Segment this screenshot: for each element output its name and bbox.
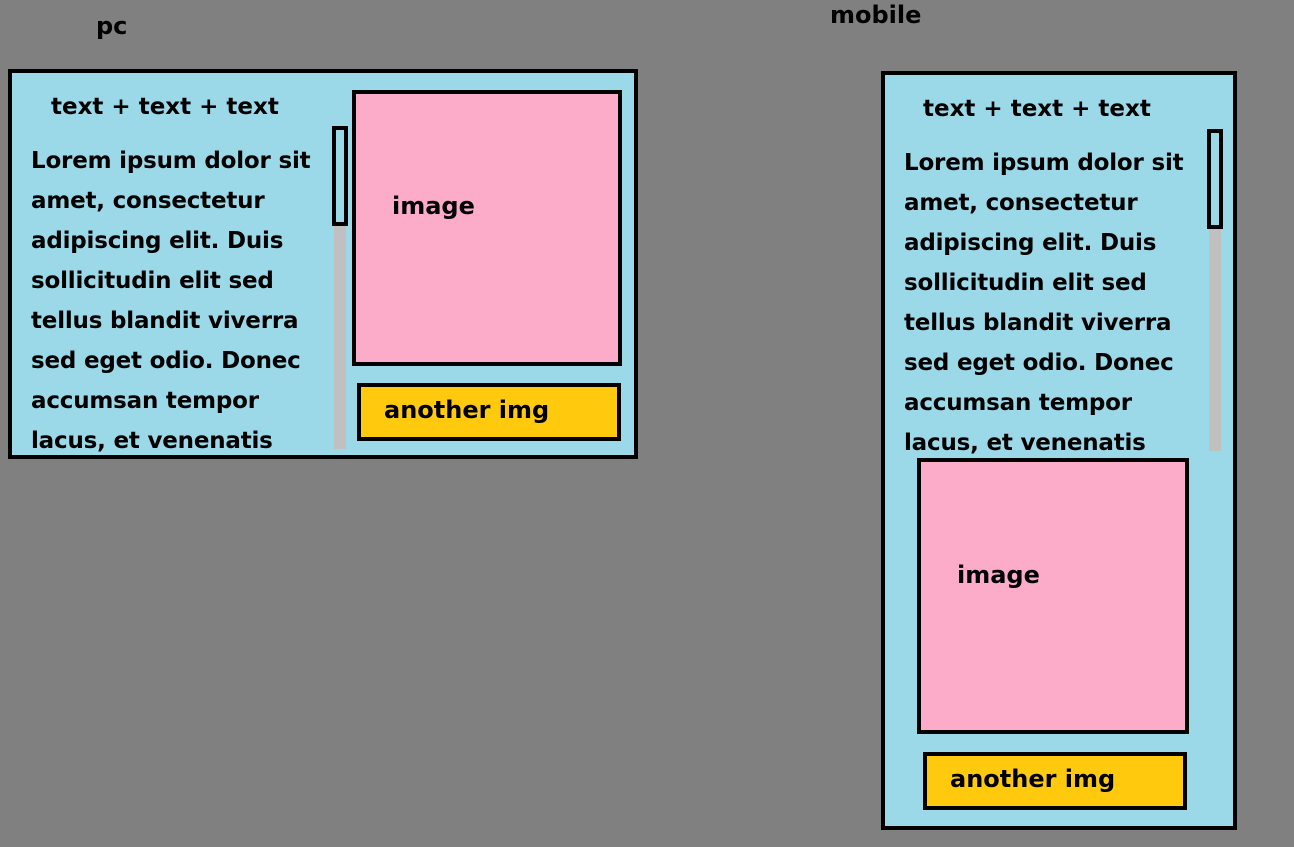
mobile-header-text: text + text + text bbox=[923, 96, 1151, 122]
pc-header-text: text + text + text bbox=[51, 94, 279, 120]
pc-scroll-area[interactable]: Lorem ipsum dolor sit amet, consectetur … bbox=[31, 141, 343, 452]
pc-label: pc bbox=[96, 12, 128, 40]
pc-scrollbar-thumb[interactable] bbox=[332, 126, 348, 226]
pc-scrollbar-track[interactable] bbox=[332, 126, 348, 449]
pc-body-text: Lorem ipsum dolor sit amet, consectetur … bbox=[31, 148, 311, 452]
pc-image-placeholder: image bbox=[352, 90, 622, 366]
mobile-scrollbar-thumb[interactable] bbox=[1207, 129, 1223, 229]
mobile-another-img-placeholder: another img bbox=[923, 752, 1187, 810]
mobile-image-placeholder: image bbox=[917, 458, 1189, 734]
pc-image-label: image bbox=[392, 192, 475, 220]
mobile-scroll-area[interactable]: Lorem ipsum dolor sit amet, consectetur … bbox=[904, 143, 1216, 454]
mobile-body-text: Lorem ipsum dolor sit amet, consectetur … bbox=[904, 150, 1184, 454]
mobile-another-img-label: another img bbox=[950, 765, 1116, 793]
mobile-label: mobile bbox=[830, 1, 922, 29]
mobile-scrollbar-track[interactable] bbox=[1207, 129, 1223, 451]
pc-another-img-placeholder: another img bbox=[357, 383, 621, 441]
pc-another-img-label: another img bbox=[384, 396, 550, 424]
mobile-image-label: image bbox=[957, 561, 1040, 589]
pc-panel: text + text + text Lorem ipsum dolor sit… bbox=[8, 69, 638, 459]
mobile-panel: text + text + text Lorem ipsum dolor sit… bbox=[881, 71, 1237, 830]
